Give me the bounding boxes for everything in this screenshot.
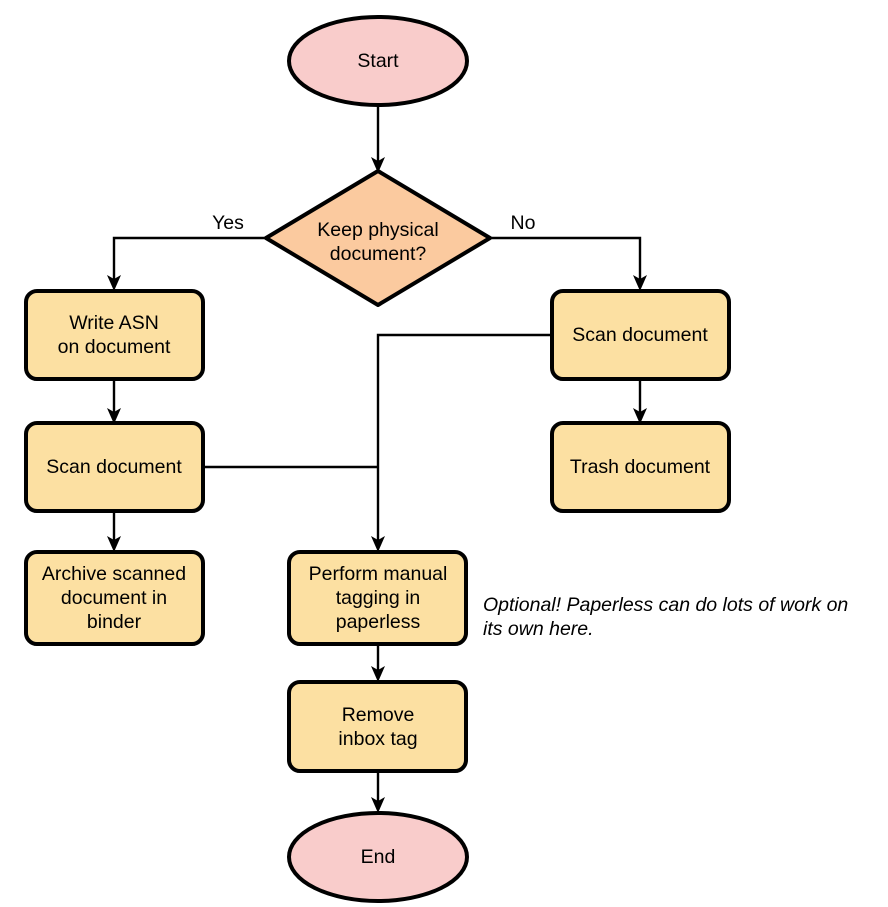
decision-label-line1: Keep physical (317, 219, 438, 241)
edge-scan-left-to-archive (107, 511, 121, 552)
edge-remove-inbox-to-end (371, 771, 385, 813)
scan-document-right-box (550, 289, 731, 381)
archive-label-line1: Archive scanned (42, 563, 186, 585)
note-line1: Optional! Paperless can do lots of work … (483, 594, 848, 616)
start-ellipse (287, 15, 469, 107)
node-scan-document-left[interactable]: Scan document (24, 421, 205, 513)
note-optional-paperless: Optional! Paperless can do lots of work … (483, 594, 848, 640)
edge-scan-right-to-tagging (371, 333, 552, 552)
node-perform-manual-tagging[interactable]: Perform manual tagging in paperless (287, 550, 468, 646)
end-ellipse (287, 811, 469, 903)
archive-label-line3: binder (87, 611, 142, 633)
node-archive-scanned-document[interactable]: Archive scanned document in binder (24, 550, 205, 646)
start-label: Start (357, 50, 399, 72)
tagging-box (287, 550, 468, 646)
tagging-label-line3: paperless (336, 611, 421, 633)
scan-document-right-label: Scan document (572, 324, 708, 346)
write-asn-box (24, 289, 205, 381)
tagging-label-line1: Perform manual (309, 563, 448, 585)
trash-document-label: Trash document (570, 456, 711, 478)
archive-box (24, 550, 205, 646)
write-asn-label-line2: on document (58, 336, 171, 358)
tagging-label-line2: tagging in (336, 587, 421, 609)
end-label: End (361, 846, 396, 868)
node-write-asn-on-document[interactable]: Write ASN on document (24, 289, 205, 381)
edge-write-asn-to-scan-left (107, 379, 121, 424)
edge-start-to-decision (371, 104, 385, 173)
remove-inbox-box (287, 680, 468, 773)
decision-diamond (264, 169, 492, 307)
decision-label-line2: document? (330, 243, 427, 265)
remove-inbox-label-line2: inbox tag (338, 728, 417, 750)
node-scan-document-right[interactable]: Scan document (550, 289, 731, 381)
archive-label-line2: document in (61, 587, 167, 609)
node-end[interactable]: End (287, 811, 469, 903)
edge-decision-yes-to-write-asn (107, 236, 265, 291)
node-remove-inbox-tag[interactable]: Remove inbox tag (287, 680, 468, 773)
edge-scan-right-to-trash (633, 379, 647, 424)
edge-label-yes: Yes (212, 212, 244, 234)
note-line2: its own here. (483, 618, 594, 640)
remove-inbox-label-line1: Remove (342, 704, 415, 726)
node-start[interactable]: Start (287, 15, 469, 107)
edge-tagging-to-remove-inbox (371, 643, 385, 682)
scan-document-left-box (24, 421, 205, 513)
node-decision-keep-physical-document[interactable]: Keep physical document? (264, 169, 492, 307)
edge-decision-no-to-scan-right (490, 236, 647, 291)
write-asn-label-line1: Write ASN (69, 312, 159, 334)
edge-label-no: No (511, 212, 536, 234)
scan-document-left-label: Scan document (46, 456, 182, 478)
trash-document-box (550, 421, 731, 513)
node-trash-document[interactable]: Trash document (550, 421, 731, 513)
